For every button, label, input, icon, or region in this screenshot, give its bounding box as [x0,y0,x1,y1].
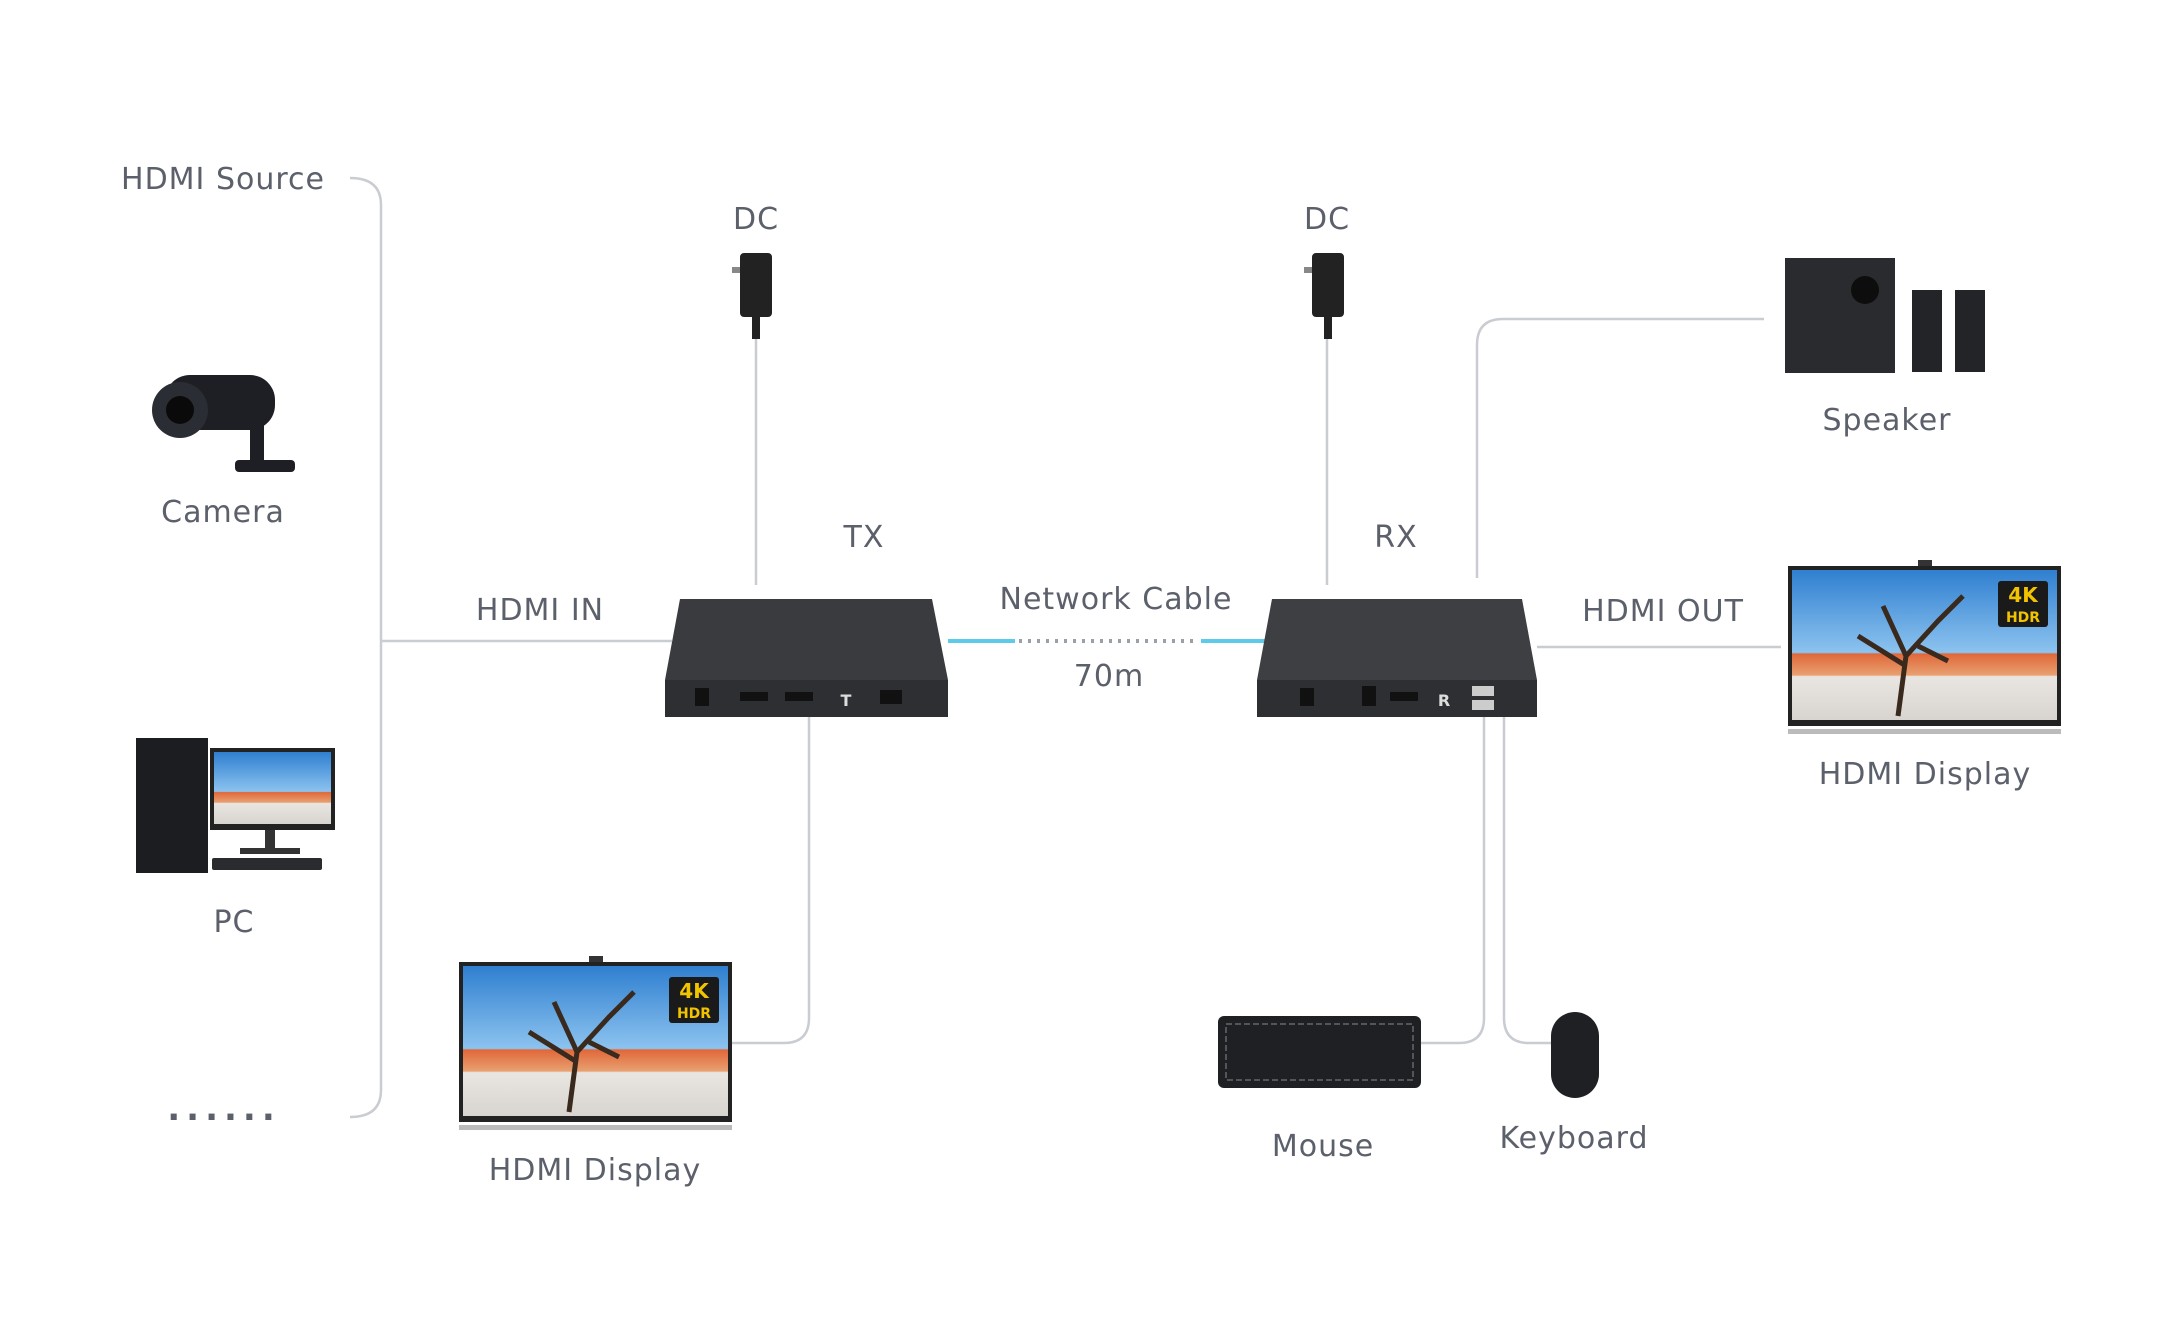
tv-badge-hdr: HDR [2006,610,2040,626]
speaker-line [1475,317,1764,578]
tv-badge-4k: 4K [679,979,710,1003]
more-sources-ellipsis: ...... [167,1089,281,1129]
hdmi-in-label: HDMI IN [476,593,604,628]
source-bracket-line [349,176,383,1119]
dc-left-label: DC [733,202,779,237]
tv-badge-hdr: HDR [677,1006,711,1022]
speaker-label: Speaker [1822,403,1951,438]
tx-device: T [665,599,948,717]
tx-front-letter: T [841,691,852,710]
mouse-usb-line [1502,717,1551,1045]
hdmi-display-left-label: HDMI Display [489,1153,702,1188]
power-adapter-icon [1304,253,1344,339]
hdmi-display-icon: 4K HDR [459,956,732,1130]
speaker-icon [1785,258,1985,373]
hdmi-display-right-label: HDMI Display [1819,757,2032,792]
hdmi-display-icon: 4K HDR [1788,560,2061,734]
keyboard-usb-line [1421,717,1486,1045]
camera-icon [152,375,295,472]
pc-icon [136,738,335,873]
tx-label: TX [843,520,885,555]
rx-label: RX [1374,520,1417,555]
hdmi-loop-out-line [732,717,811,1045]
tv-badge-4k: 4K [2008,583,2039,607]
rx-device: R [1257,599,1537,717]
network-cable-label: Network Cable [1000,582,1233,617]
dc-right-label: DC [1304,202,1350,237]
hdmi-source-label: HDMI Source [121,162,325,197]
mouse-icon [1551,1012,1599,1098]
pc-label: PC [213,905,254,940]
power-adapter-icon [732,253,772,339]
hdmi-out-label: HDMI OUT [1582,594,1744,629]
distance-label: 70m [1074,659,1144,694]
mouse-label: Mouse [1272,1129,1374,1164]
keyboard-icon [1218,1016,1421,1088]
camera-label: Camera [161,495,285,530]
keyboard-label: Keyboard [1499,1121,1648,1156]
rx-front-letter: R [1438,691,1450,710]
